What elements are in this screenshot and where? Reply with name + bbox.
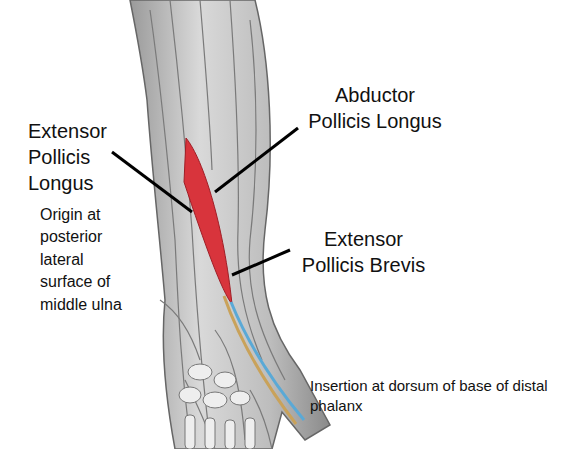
insertion-note: Insertion at dorsum of base of distal ph…	[310, 376, 550, 415]
leader-line	[112, 152, 192, 212]
muscle-name: Extensor Pollicis Brevis	[296, 226, 431, 278]
tendon-blue	[231, 302, 304, 420]
leader-line	[232, 250, 290, 275]
forearm-outline	[130, 0, 330, 449]
wrist-bones	[179, 364, 255, 449]
muscle-name: Extensor Pollicis Longus	[28, 118, 118, 196]
extensor-pollicis-longus-muscle	[184, 138, 232, 304]
origin-note: Origin at posterior lateral surface of m…	[40, 204, 140, 316]
leader-line	[215, 128, 298, 192]
muscle-name: Abductor Pollicis Longus	[305, 82, 445, 134]
leader-lines	[112, 128, 298, 275]
